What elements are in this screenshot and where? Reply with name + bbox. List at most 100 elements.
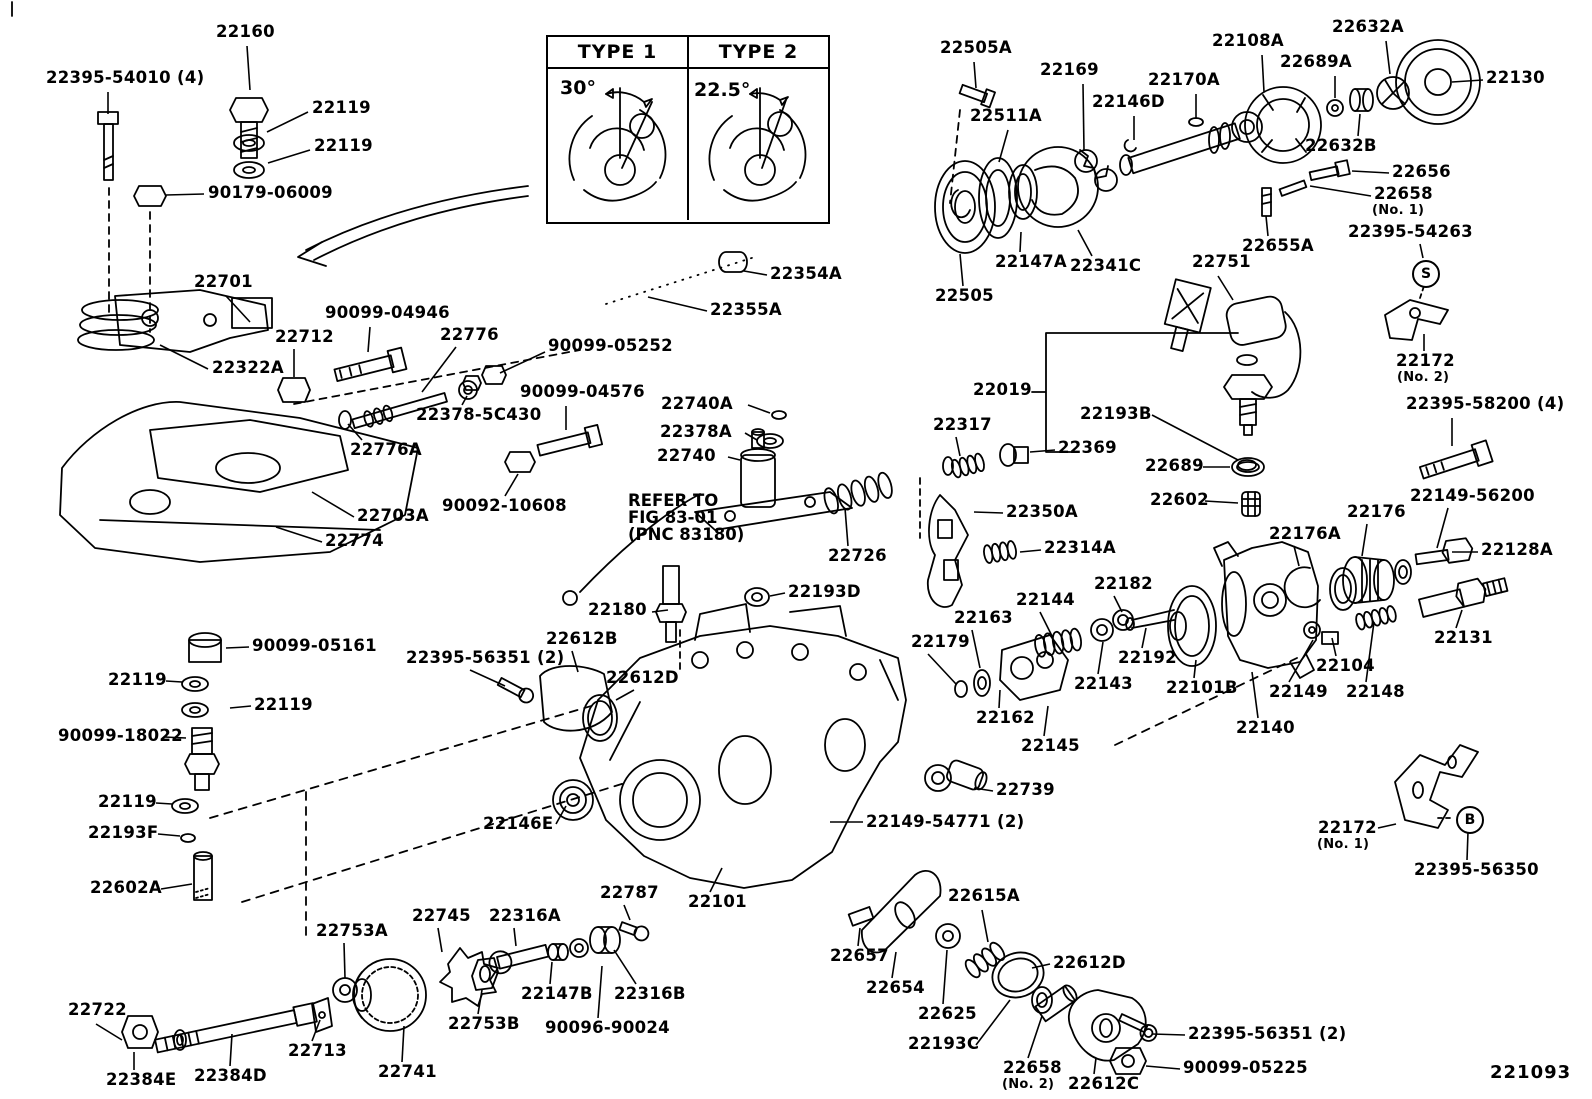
- note-line-1: REFER TO: [628, 491, 719, 510]
- note-line-2: FIG 83-01: [628, 508, 718, 527]
- part-label: 22350A: [1006, 502, 1078, 521]
- part-label: 22395-56350: [1414, 860, 1539, 879]
- part-label: 22146D: [1092, 92, 1165, 111]
- part-label: 22160: [216, 22, 275, 41]
- leader-line: [597, 965, 603, 1019]
- part-label: 22658: [1374, 184, 1433, 203]
- part-label: 22776: [440, 325, 499, 344]
- part-label: 22776A: [350, 440, 422, 459]
- part-label: 22019: [973, 380, 1032, 399]
- leader-line: [1151, 414, 1239, 461]
- part-label: 22145: [1021, 736, 1080, 755]
- part-label: 22193D: [788, 582, 861, 601]
- part-label: 22745: [412, 906, 471, 925]
- part-label: 22119: [314, 136, 373, 155]
- part-label: 22147A: [995, 252, 1067, 271]
- figure-number: 221093: [1490, 1062, 1572, 1083]
- part-label: 22395-56351 (2): [406, 648, 565, 667]
- part-label: 22505A: [940, 38, 1012, 57]
- part-label: 22689: [1145, 456, 1204, 475]
- leader-line: [165, 193, 205, 196]
- part-label: (No. 1): [1372, 203, 1425, 218]
- part-label: 90099-05225: [1183, 1058, 1308, 1077]
- part-label: 22130: [1486, 68, 1545, 87]
- leader-line: [1204, 500, 1239, 504]
- leader-line: [971, 629, 981, 669]
- part-label: 22146E: [483, 814, 554, 833]
- part-label: 22149-56200: [1410, 486, 1535, 505]
- leader-line: [1265, 215, 1269, 237]
- leader-line: [613, 949, 637, 985]
- part-label: 22713: [288, 1041, 347, 1060]
- leader-line: [571, 650, 579, 673]
- leader-line: [727, 456, 741, 461]
- leader-line: [1309, 185, 1372, 197]
- leader-line: [267, 149, 311, 164]
- leader-line: [1217, 275, 1234, 301]
- part-label: 22612D: [1053, 953, 1126, 972]
- part-label: 22317: [933, 415, 992, 434]
- part-label: 22612D: [606, 668, 679, 687]
- part-label: 22169: [1040, 60, 1099, 79]
- leader-line: [927, 653, 957, 685]
- part-label: 22632A: [1332, 17, 1404, 36]
- leader-line: [1029, 449, 1056, 453]
- part-label: 22119: [254, 695, 313, 714]
- leader-line: [743, 270, 768, 276]
- part-label: 22753B: [448, 1014, 520, 1033]
- part-label: 22701: [194, 272, 253, 291]
- part-label: 90179-06009: [208, 183, 333, 202]
- part-label: 22131: [1434, 628, 1493, 647]
- leader-line: [1436, 507, 1449, 549]
- part-label: 22654: [866, 978, 925, 997]
- leader-line: [1261, 54, 1265, 93]
- part-label: 22193F: [88, 823, 159, 842]
- leader-line: [1082, 83, 1085, 151]
- part-label: 22739: [996, 780, 1055, 799]
- part-label: 22128A: [1481, 540, 1553, 559]
- leader-line: [401, 1025, 405, 1063]
- part-label: 22612B: [546, 629, 618, 648]
- part-label: 22143: [1074, 674, 1133, 693]
- part-label: 22602A: [90, 878, 162, 897]
- leader-line: [857, 927, 861, 947]
- leader-line: [266, 111, 309, 133]
- leader-line: [343, 942, 346, 979]
- leader-line: [844, 507, 849, 547]
- part-label: 22119: [98, 792, 157, 811]
- part-label: 22751: [1192, 252, 1251, 271]
- leader-line: [225, 295, 251, 323]
- leader-line: [1351, 170, 1390, 174]
- part-label: 22384E: [106, 1070, 177, 1089]
- leader-line: [1455, 609, 1463, 629]
- leader-line: [647, 296, 708, 312]
- part-label: 22657: [830, 946, 889, 965]
- leader-line: [981, 909, 989, 943]
- part-label: 22787: [600, 883, 659, 902]
- leader-line: [973, 787, 994, 792]
- leader-line: [437, 927, 443, 953]
- leader-line: [229, 1033, 233, 1067]
- part-label: 22395-54263: [1348, 222, 1473, 241]
- part-label: 90092-10608: [442, 496, 567, 515]
- leader-line: [1019, 231, 1022, 253]
- type1-header: TYPE 1: [577, 41, 658, 63]
- part-label: 22147B: [521, 984, 593, 1003]
- leader-line: [709, 867, 723, 893]
- part-label: 22172: [1318, 818, 1377, 837]
- leader-line: [246, 45, 251, 91]
- leader-line: [1145, 1065, 1181, 1070]
- leader-line: [1251, 671, 1259, 719]
- part-label: 22703A: [357, 506, 429, 525]
- leader-line: [1019, 549, 1042, 553]
- leader-line: [549, 961, 553, 985]
- leader-line: [367, 326, 371, 353]
- part-label: 22354A: [770, 264, 842, 283]
- part-label: 22632B: [1305, 136, 1377, 155]
- part-label: (No. 2): [1397, 370, 1450, 385]
- part-label: 22148: [1346, 682, 1405, 701]
- part-label: 22384D: [194, 1066, 267, 1085]
- leader-line: [1141, 627, 1147, 649]
- part-label: 22119: [108, 670, 167, 689]
- part-label: 22176: [1347, 502, 1406, 521]
